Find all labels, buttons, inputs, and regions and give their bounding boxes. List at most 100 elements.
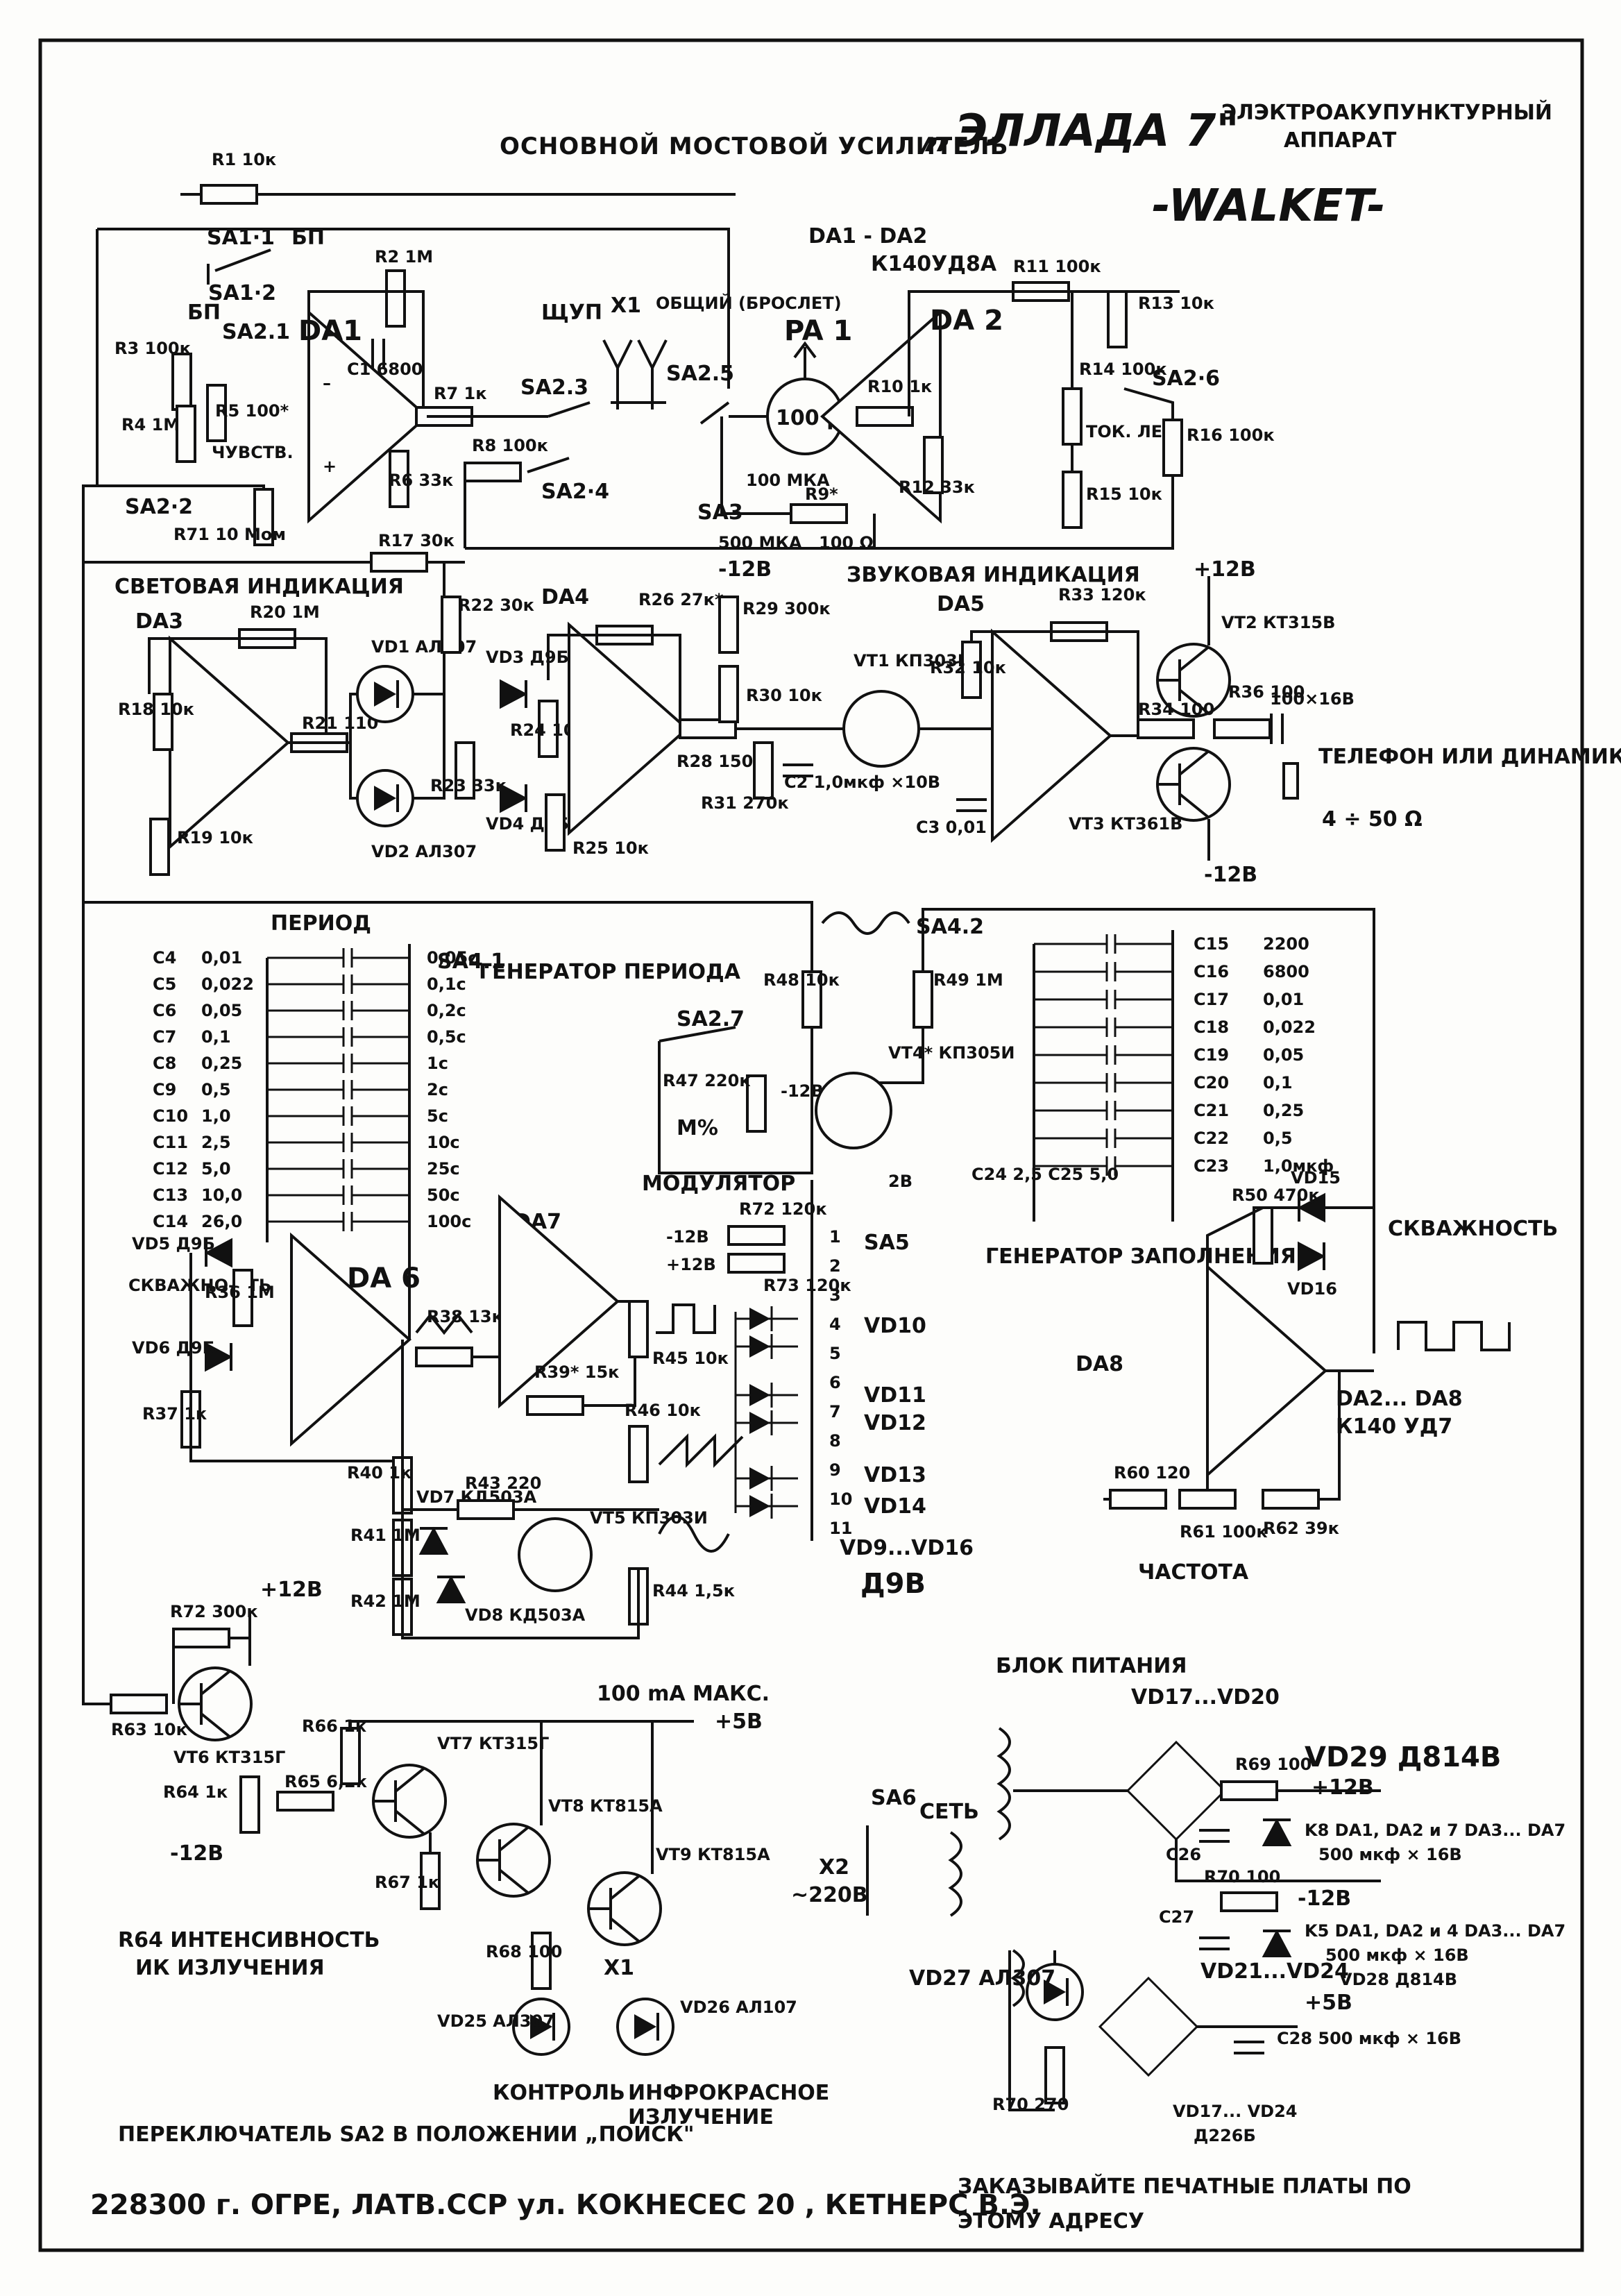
vt7-label: VT7 КТ315Г xyxy=(437,1734,549,1753)
r37-label: R37 1к xyxy=(142,1404,207,1424)
r7-label: R7 1к xyxy=(434,384,487,403)
period-cap-time: 5с xyxy=(427,1106,448,1126)
r31-label: R31 270к xyxy=(701,793,789,813)
r23-label: R23 33к xyxy=(430,776,507,795)
vt1-label: VT1 КП303Б xyxy=(854,651,970,670)
period-cap-name: C6 xyxy=(153,1001,176,1020)
da12-type-a: DA1 - DA2 xyxy=(808,224,927,248)
c27-label: C27 xyxy=(1159,1907,1194,1927)
ir2-label: ИЗЛУЧЕНИЕ xyxy=(628,2105,774,2129)
r21-label: R21 110 xyxy=(302,714,378,733)
r67-label: R67 1к xyxy=(375,1873,439,1892)
r19-label: R19 10к xyxy=(177,828,253,847)
period-cap-time: 25с xyxy=(427,1159,460,1179)
pin2b-label: 2В xyxy=(888,1172,913,1191)
sa5-position: 5 xyxy=(829,1344,841,1363)
r20-label: R20 1М xyxy=(250,602,320,622)
r12-label: R12 33к xyxy=(899,478,975,497)
period-cap-name: C7 xyxy=(153,1027,176,1047)
period-cap-value: 5,0 xyxy=(201,1159,231,1179)
sa5-position: 3 xyxy=(829,1285,841,1305)
r64-label: R64 1к xyxy=(163,1782,228,1802)
r2-label: R2 1М xyxy=(375,247,433,267)
r1-label: R1 10к xyxy=(212,150,276,169)
r71-label: R71 10 Мом xyxy=(173,525,286,544)
m12e-label: -12В xyxy=(1298,1886,1351,1911)
x2-label: X2 xyxy=(819,1855,849,1880)
sa5-position: 1 xyxy=(829,1227,841,1247)
sa2-3-label: SA2.3 xyxy=(520,375,588,400)
net-label: СЕТЬ xyxy=(919,1800,979,1824)
da8-label: DA8 xyxy=(1076,1352,1123,1376)
sa5-label: SA5 xyxy=(864,1231,910,1255)
c3-label: C3 0,01 xyxy=(916,818,987,837)
brand-walket: -WALKET- xyxy=(1152,180,1385,232)
sa1-1-label: SA1·1 xyxy=(207,226,275,250)
sens-label: ЧУВСТВ. xyxy=(212,443,294,462)
r68-label: R68 100 xyxy=(486,1942,562,1961)
switch-note: ПЕРЕКЛЮЧАТЕЛЬ SA2 В ПОЛОЖЕНИИ „ПОИСК" xyxy=(118,2122,694,2147)
fill-cap-value: 6800 xyxy=(1263,962,1309,981)
sa2-2-label: SA2·2 xyxy=(125,495,193,519)
sa4-1-label: SA4.1 xyxy=(437,949,505,974)
m12c-label: -12В xyxy=(666,1227,709,1247)
fill-cap-value: 0,1 xyxy=(1263,1073,1293,1092)
r50-label: R50 470к xyxy=(1232,1185,1320,1205)
period-cap-time: 0,5с xyxy=(427,1027,466,1047)
vd9-16-label: VD9...VD16 xyxy=(840,1536,974,1560)
period-cap-name: C5 xyxy=(153,974,176,994)
r9-label: R9* xyxy=(805,484,838,504)
sound-indication-block: R22 30к R23 33к VD3 Д9Б VD4 Д9Б R24 10к … xyxy=(430,557,1621,887)
vt4-label: VT4* КП305И xyxy=(888,1043,1015,1063)
m12-label-2: -12В xyxy=(1204,863,1257,887)
period-cap-time: 0,1с xyxy=(427,974,466,994)
sa5-diode-ladder xyxy=(734,1306,798,1519)
r30-label: R30 10к xyxy=(746,686,822,705)
fill-cap-name: C22 xyxy=(1194,1129,1229,1148)
vd15-label: VD15 xyxy=(1291,1168,1341,1188)
period-cap-time: 10с xyxy=(427,1133,460,1152)
vt6-label: VT6 КТ315Г xyxy=(173,1748,285,1767)
p12c-label: +12В xyxy=(666,1255,716,1274)
period-cap-name: C13 xyxy=(153,1185,188,1205)
vd17-20-label: VD17...VD20 xyxy=(1131,1685,1280,1710)
r63-label: R63 10к xyxy=(111,1720,187,1739)
fill-cap-value: 0,25 xyxy=(1263,1101,1304,1120)
period-cap-value: 0,01 xyxy=(201,948,242,968)
r62-label: R62 39к xyxy=(1263,1519,1339,1538)
light-indication-title: СВЕТОВАЯ ИНДИКАЦИЯ xyxy=(114,575,404,599)
fill-cap-name: C16 xyxy=(1194,962,1229,981)
period-cap-name: C10 xyxy=(153,1106,188,1126)
r28-label: R28 150к xyxy=(677,752,765,771)
r25-label: R25 10к xyxy=(572,838,649,858)
fill-caps-extra: C24 2,5 C25 5,0 xyxy=(971,1165,1119,1184)
period-cap-time: 0,2с xyxy=(427,1001,466,1020)
x1b-label: X1 xyxy=(604,1956,634,1980)
fill-cap-value: 0,5 xyxy=(1263,1129,1293,1148)
k5c-label: 500 мкф × 16В xyxy=(1325,1945,1469,1965)
period-cap-value: 1,0 xyxy=(201,1106,231,1126)
r69-label: R69 100 xyxy=(1235,1755,1312,1774)
r36-label: R36 100 xyxy=(1228,682,1305,702)
vd16-label: VD16 xyxy=(1287,1279,1337,1299)
vt5-symbol xyxy=(518,1517,593,1592)
r14-label: R14 100к xyxy=(1079,360,1167,379)
light-indication-block: СВЕТОВАЯ ИНДИКАЦИЯ DA3 R20 1М R18 10к R1… xyxy=(114,562,477,876)
r72a-label: R72 120к xyxy=(739,1199,827,1219)
p5b-label: +5В xyxy=(1305,1991,1352,2015)
period-cap-time: 50с xyxy=(427,1185,460,1205)
vd17-24-type: Д226Б xyxy=(1194,2126,1256,2145)
period-cap-value: 0,05 xyxy=(201,1001,242,1020)
fill-cap-value: 0,01 xyxy=(1263,990,1304,1009)
sa2-5-label: SA2.5 xyxy=(666,362,734,386)
r60-label: R60 120 xyxy=(1114,1463,1190,1483)
r36b-label: R36 1М xyxy=(205,1283,275,1302)
sa5-position: 6 xyxy=(829,1373,841,1392)
device-subtitle-2: АППАРАТ xyxy=(1284,128,1397,153)
period-cap-name: C14 xyxy=(153,1212,188,1231)
vd14-label: VD14 xyxy=(864,1494,926,1519)
m12d-label: -12В xyxy=(170,1841,223,1866)
r42-label: R42 1М xyxy=(350,1592,421,1611)
